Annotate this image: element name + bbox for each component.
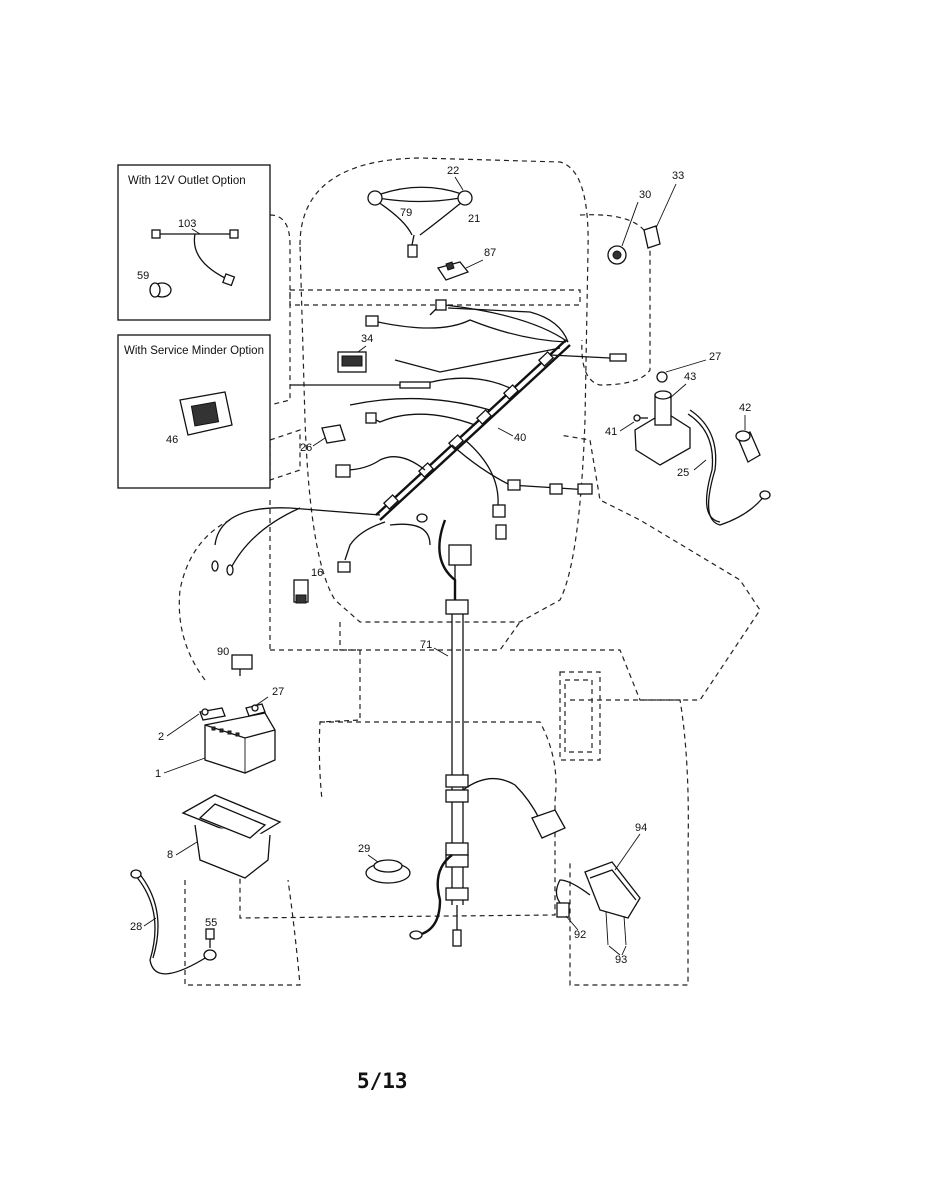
callout-94: 94 bbox=[635, 822, 647, 834]
callout-2: 2 bbox=[158, 731, 164, 743]
switch-87: 87 bbox=[436, 247, 496, 281]
callout-59: 59 bbox=[137, 270, 149, 282]
main-harness: 40 bbox=[211, 299, 627, 576]
callout-27-battery: 27 bbox=[272, 686, 284, 698]
callout-46: 46 bbox=[166, 434, 178, 446]
callout-40: 40 bbox=[514, 432, 526, 444]
component-90: 90 bbox=[217, 646, 253, 676]
starter-solenoid: 27 43 42 41 25 bbox=[605, 351, 771, 526]
callout-28: 28 bbox=[130, 921, 142, 933]
connector-26: 26 bbox=[300, 424, 346, 454]
headlight-harness: 22 79 21 bbox=[367, 165, 480, 258]
ignition-switch: 30 33 bbox=[607, 170, 684, 265]
callout-16: 16 bbox=[311, 567, 323, 579]
callout-22: 22 bbox=[447, 165, 459, 177]
callout-30: 30 bbox=[639, 189, 651, 201]
callout-34: 34 bbox=[361, 333, 373, 345]
callout-93: 93 bbox=[615, 954, 627, 966]
switch-34: 34 bbox=[337, 333, 373, 373]
callout-8: 8 bbox=[167, 849, 173, 861]
callout-21: 21 bbox=[468, 213, 480, 225]
inset-service-minder: With Service Minder Option 46 bbox=[117, 334, 271, 489]
relay-16: 16 bbox=[293, 567, 323, 604]
center-harness: 71 bbox=[409, 519, 566, 947]
callout-103: 103 bbox=[178, 218, 196, 230]
callout-87: 87 bbox=[484, 247, 496, 259]
callout-29: 29 bbox=[358, 843, 370, 855]
callout-26: 26 bbox=[300, 442, 312, 454]
callout-55: 55 bbox=[205, 917, 217, 929]
callout-90: 90 bbox=[217, 646, 229, 658]
callout-33: 33 bbox=[672, 170, 684, 182]
callout-25: 25 bbox=[677, 467, 689, 479]
battery-assembly: 27 2 1 8 28 55 bbox=[130, 686, 284, 975]
callout-41: 41 bbox=[605, 426, 617, 438]
inset-12v-outlet-title: With 12V Outlet Option bbox=[128, 175, 246, 187]
module-94: 94 92 93 bbox=[555, 822, 647, 966]
callout-1: 1 bbox=[155, 768, 161, 780]
callout-92: 92 bbox=[574, 929, 586, 941]
inset-12v-outlet: With 12V Outlet Option 103 59 bbox=[117, 164, 271, 321]
inset-service-minder-title: With Service Minder Option bbox=[124, 345, 264, 357]
callout-27-top: 27 bbox=[709, 351, 721, 363]
seat-switch-29: 29 bbox=[358, 843, 411, 884]
callout-71: 71 bbox=[420, 639, 432, 651]
page-number: 5/13 bbox=[357, 1069, 408, 1093]
tractor-outline bbox=[178, 157, 761, 986]
callout-42: 42 bbox=[739, 402, 751, 414]
callout-43: 43 bbox=[684, 371, 696, 383]
callout-79: 79 bbox=[400, 207, 412, 219]
